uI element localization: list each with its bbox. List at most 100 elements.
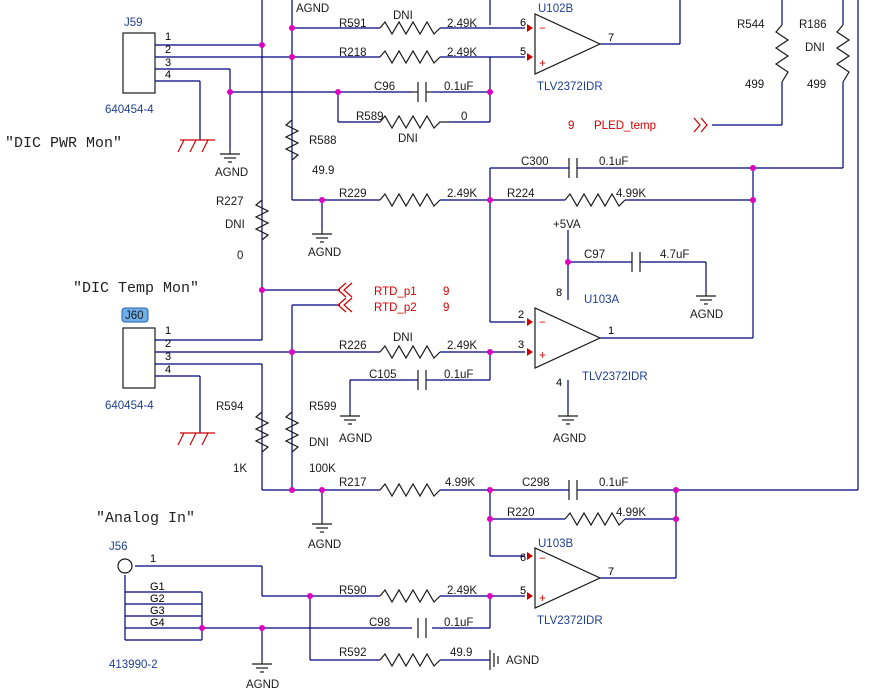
capacitor-c98 — [417, 618, 427, 638]
r220-refdes: R220 — [507, 507, 535, 519]
connector-j59-body — [122, 32, 156, 94]
dic-pwr-mon-label: "DIC PWR Mon" — [5, 135, 122, 152]
rtd-p1-sheet: 9 — [443, 286, 449, 298]
r591-refdes: R591 — [339, 18, 367, 30]
r544-value: 499 — [745, 79, 764, 91]
u103b-pin7: 7 — [608, 566, 614, 578]
r229-value: 2.49K — [447, 188, 477, 200]
opamp-u103a: −+ — [527, 307, 602, 369]
ground-symbols — [177, 139, 716, 673]
svg-text:−: − — [539, 553, 546, 565]
agnd-j59-label: AGND — [215, 167, 248, 179]
j59-pin1: 1 — [165, 31, 171, 43]
r224-value: 4.99K — [616, 188, 646, 200]
chassis-ground-2 — [177, 432, 215, 446]
c97-value: 4.7uF — [660, 249, 689, 261]
u103b-partnumber: TLV2372IDR — [537, 615, 603, 627]
agnd-r217-label: AGND — [308, 539, 341, 551]
r186-refdes: R186 — [799, 19, 827, 31]
c298-value: 0.1uF — [599, 477, 628, 489]
wires — [124, 0, 859, 661]
r227-resistance: 0 — [237, 250, 243, 262]
r218-refdes: R218 — [339, 47, 367, 59]
offpage-rtd-connector — [337, 282, 353, 313]
capacitor-c97 — [631, 252, 641, 272]
r599-refdes: R599 — [309, 401, 337, 413]
capacitor-c300 — [565, 158, 580, 178]
rtd-p1-label: RTD_p1 — [374, 286, 417, 298]
u103a-pin2: 2 — [518, 309, 524, 321]
resistor-r229 — [379, 192, 441, 208]
u103a-partnumber: TLV2372IDR — [582, 371, 648, 383]
resistor-r224 — [564, 192, 626, 208]
resistor-r218 — [379, 49, 441, 65]
c98-value: 0.1uF — [444, 617, 473, 629]
chassis-ground-1 — [177, 139, 215, 153]
r589-refdes: R589 — [356, 111, 384, 123]
r229-refdes: R229 — [339, 188, 367, 200]
u102b-pin5: 5 — [520, 46, 526, 58]
resistor-r544 — [774, 24, 790, 83]
junction-dots — [199, 25, 756, 631]
r590-value: 2.49K — [447, 585, 477, 597]
r589-resistance: 0 — [461, 111, 467, 123]
j56-g4: G4 — [150, 617, 165, 629]
resistor-r186 — [835, 24, 851, 83]
r588-value: 49.9 — [312, 165, 334, 177]
svg-text:+: + — [539, 58, 546, 70]
u103a-refdes: U103A — [584, 294, 619, 306]
j59-pin3: 3 — [165, 57, 171, 69]
opamp-u102b: −+ — [527, 13, 602, 75]
r589-value: DNI — [398, 133, 418, 145]
r227-value: DNI — [225, 219, 245, 231]
j59-pin2: 2 — [165, 44, 171, 56]
r588-refdes: R588 — [309, 135, 337, 147]
r544-refdes: R544 — [737, 19, 765, 31]
capacitor-c105 — [412, 370, 432, 390]
r226-refdes: R226 — [339, 340, 367, 352]
resistor-r591 — [379, 20, 441, 36]
resistor-r594 — [254, 411, 270, 453]
r226-value: DNI — [393, 332, 413, 344]
opamp-u103b: −+ — [527, 547, 602, 609]
analog-in-label: "Analog In" — [96, 510, 195, 527]
resistor-r590 — [379, 588, 441, 604]
svg-text:−: − — [539, 317, 546, 329]
j60-pin4: 4 — [165, 364, 171, 376]
j59-partnumber: 640454-4 — [105, 104, 154, 116]
r220-value: 4.99K — [616, 507, 646, 519]
c298-refdes: C298 — [522, 477, 550, 489]
j60-pin2: 2 — [165, 338, 171, 350]
agnd-j56-label: AGND — [246, 679, 279, 691]
j56-refdes: J56 — [109, 541, 128, 553]
rtd-p2-label: RTD_p2 — [374, 302, 417, 314]
u103a-pin4: 4 — [556, 377, 562, 389]
svg-text:+: + — [539, 593, 546, 605]
capacitor-c298 — [565, 480, 580, 500]
offpage-pled-temp-connector — [693, 117, 708, 133]
agnd-c97-label: AGND — [690, 309, 723, 321]
resistor-r589 — [379, 114, 450, 130]
c300-value: 0.1uF — [599, 156, 628, 168]
j60-pin1: 1 — [165, 325, 171, 337]
resistor-r592 — [379, 652, 441, 668]
agnd-c105-label: AGND — [339, 433, 372, 445]
c98-refdes: C98 — [369, 617, 390, 629]
resistor-r220 — [564, 511, 626, 527]
agnd-r229-label: AGND — [308, 247, 341, 259]
j59-pin4: 4 — [165, 69, 171, 81]
r186-resistance: 499 — [807, 79, 826, 91]
capacitor-c96 — [412, 82, 432, 102]
r217-value: 4.99K — [445, 477, 475, 489]
j56-g3: G3 — [150, 605, 165, 617]
u103b-pin6: 6 — [520, 552, 526, 564]
agnd-top-label: AGND — [296, 3, 329, 15]
r218-value: 2.49K — [447, 47, 477, 59]
r186-value: DNI — [805, 42, 825, 54]
c96-refdes: C96 — [374, 81, 395, 93]
j60-refdes[interactable]: J60 — [125, 310, 144, 322]
j60-pin3: 3 — [165, 351, 171, 363]
r591-resistance: 2.49K — [447, 18, 477, 30]
r599-value: DNI — [309, 437, 329, 449]
